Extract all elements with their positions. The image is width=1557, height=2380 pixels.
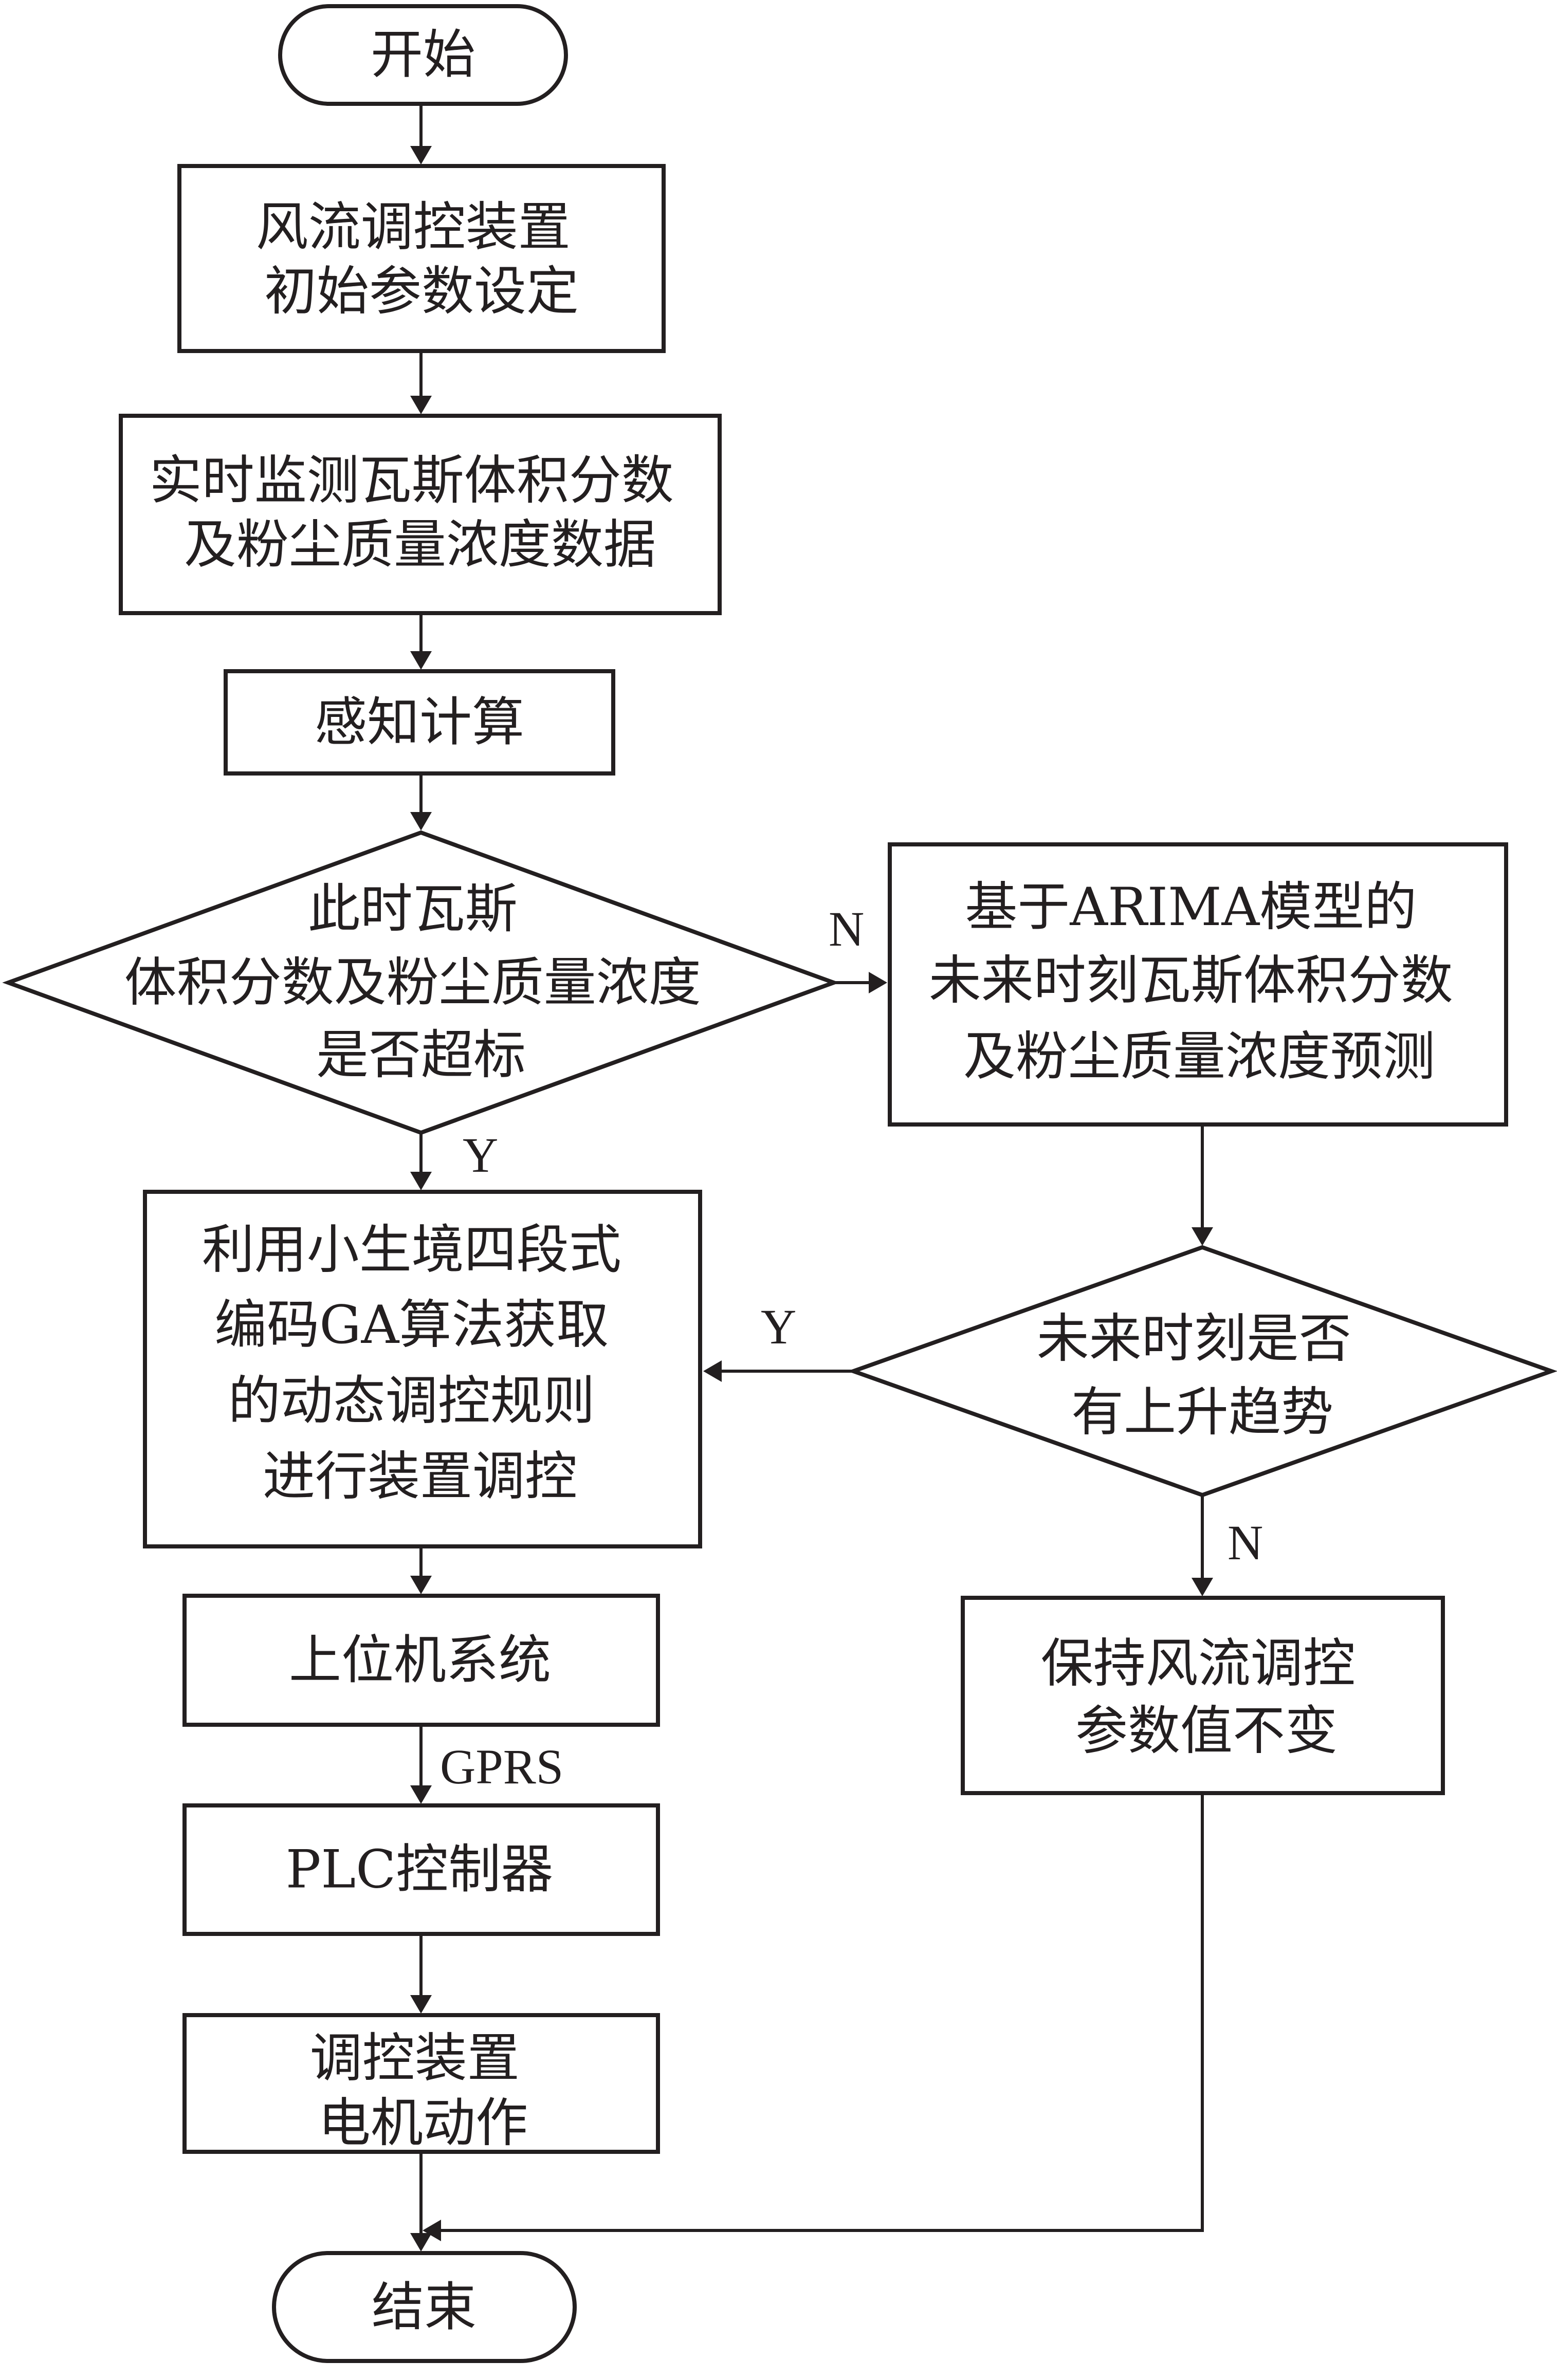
node-regulate-line-1: 利用小生境四段式	[202, 1220, 621, 1281]
node-start: 开始	[278, 4, 568, 106]
arrow-trend-regulate	[703, 1360, 722, 1382]
node-monitor-line-2: 及粉尘质量浓度数据	[184, 514, 656, 576]
svg-text:风流调控装置 初始参数设定: 风流调控装置 初始参数设定	[256, 197, 587, 322]
node-plc-text: PLC控制器	[286, 1839, 553, 1901]
svg-text:基于ARIMA模型的 未来时刻瓦斯体积分数: 基于ARIMA模型的 未来时刻瓦斯体积分数 及粉尘质量浓度预测	[929, 877, 1470, 1087]
node-decision-trend: 未来时刻是否 有上升趋势	[847, 1245, 1557, 1498]
node-end-text: 结束	[372, 2277, 477, 2338]
svg-text:此时瓦斯 体积分数及粉尘质量浓度 是: 此时瓦斯 体积分数及粉尘质量浓度 是否超标	[124, 879, 718, 1086]
node-forecast: 基于ARIMA模型的 未来时刻瓦斯体积分数 及粉尘质量浓度预测	[888, 842, 1508, 1127]
node-decision-trend-line-2: 有上升趋势	[1071, 1382, 1333, 1443]
arrow-decision-forecast	[869, 972, 887, 993]
svg-text:未来时刻是否 有上升趋势: 未来时刻是否 有上升趋势	[1037, 1308, 1368, 1443]
arrow-keep-merge	[423, 2220, 441, 2241]
node-motor: 调控装置 电机动作	[182, 2013, 660, 2154]
svg-text:利用小生境四段式 编码GA算法获取: 利用小生境四段式 编码GA算法获取 的动态调控规则 进行装置调控	[202, 1220, 638, 1507]
node-motor-line-1: 调控装置	[310, 2028, 520, 2089]
node-decision-exceed-line-1: 此时瓦斯	[308, 879, 518, 940]
edge-keep-merge	[431, 1795, 1204, 2232]
label-trend-yes: Y	[761, 1299, 796, 1354]
arrow-monitor-compute	[410, 651, 432, 670]
svg-text:调控装置 电机动作: 调控装置 电机动作	[310, 2028, 536, 2154]
node-regulate: 利用小生境四段式 编码GA算法获取 的动态调控规则 进行装置调控	[143, 1190, 702, 1548]
label-trend-no: N	[1228, 1515, 1263, 1570]
node-forecast-line-2: 未来时刻瓦斯体积分数	[929, 950, 1453, 1011]
svg-text:保持风流调控 参数值不变: 保持风流调控 参数值不变	[1041, 1633, 1372, 1762]
node-regulate-line-4: 进行装置调控	[263, 1446, 577, 1507]
arrow-plc-motor	[410, 1995, 432, 2014]
node-motor-line-2: 电机动作	[318, 2093, 528, 2154]
svg-text:实时监测瓦斯体积分数 及粉尘质量浓度数据: 实时监测瓦斯体积分数 及粉尘质量浓度数据	[150, 450, 690, 576]
node-decision-exceed-line-2: 体积分数及粉尘质量浓度	[124, 952, 701, 1013]
node-decision-exceed: 此时瓦斯 体积分数及粉尘质量浓度 是否超标	[2, 830, 840, 1135]
node-forecast-line-1: 基于ARIMA模型的	[965, 877, 1417, 938]
arrow-compute-decision	[410, 812, 432, 831]
node-regulate-line-2: 编码GA算法获取	[214, 1295, 609, 1356]
label-exceed-yes: Y	[463, 1128, 498, 1183]
arrow-forecast-trend	[1192, 1227, 1213, 1246]
edges	[410, 106, 1213, 2252]
arrow-decision-regulate	[410, 1172, 432, 1190]
node-forecast-line-3: 及粉尘质量浓度预测	[963, 1026, 1435, 1087]
edge-labels: N Y Y N GPRS	[440, 901, 1263, 1794]
arrow-start-init	[410, 146, 432, 164]
arrow-trend-keep	[1192, 1578, 1213, 1596]
arrow-host-plc	[410, 1785, 432, 1804]
node-decision-trend-line-1: 未来时刻是否	[1037, 1308, 1351, 1370]
node-decision-exceed-line-3: 是否超标	[316, 1025, 526, 1086]
node-compute-text: 感知计算	[315, 692, 524, 753]
node-host-text: 上位机系统	[289, 1630, 551, 1691]
label-exceed-no: N	[829, 901, 864, 956]
node-compute: 感知计算	[224, 669, 615, 776]
node-init: 风流调控装置 初始参数设定	[177, 164, 666, 353]
node-regulate-line-3: 的动态调控规则	[228, 1371, 595, 1432]
arrow-motor-end	[410, 2233, 432, 2252]
label-gprs: GPRS	[440, 1739, 563, 1794]
node-start-text: 开始	[371, 25, 475, 86]
node-init-line-1: 风流调控装置	[256, 197, 571, 258]
node-keep: 保持风流调控 参数值不变	[961, 1596, 1445, 1795]
node-monitor-line-1: 实时监测瓦斯体积分数	[150, 450, 674, 511]
node-monitor: 实时监测瓦斯体积分数 及粉尘质量浓度数据	[119, 414, 722, 615]
node-keep-line-2: 参数值不变	[1075, 1701, 1338, 1762]
arrow-regulate-host	[410, 1576, 432, 1594]
node-host: 上位机系统	[182, 1594, 660, 1727]
node-plc: PLC控制器	[182, 1803, 660, 1936]
node-keep-line-1: 保持风流调控	[1041, 1633, 1355, 1694]
arrow-init-monitor	[410, 396, 432, 414]
node-init-line-2: 初始参数设定	[264, 261, 579, 322]
node-end: 结束	[272, 2251, 577, 2363]
